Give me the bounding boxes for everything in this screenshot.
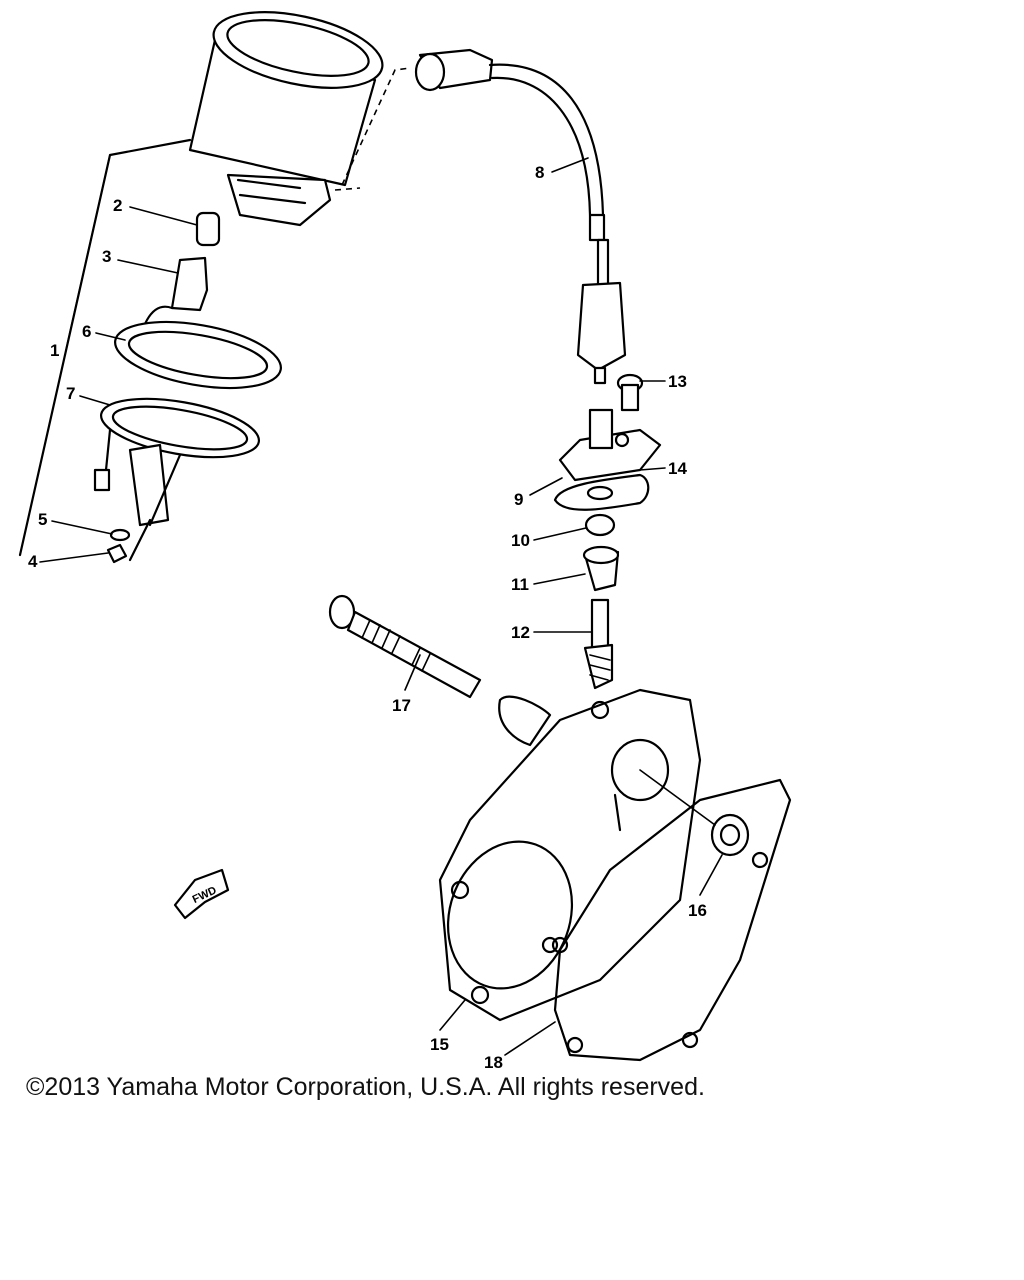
cover-oil-seal-part [639, 769, 750, 857]
cable-bracket-part [558, 408, 662, 482]
nut-part [106, 543, 128, 564]
part-label-12: 12 [511, 623, 530, 642]
grommet-ring-part [114, 320, 282, 390]
bulb-part [195, 211, 221, 247]
washer-part [109, 528, 131, 542]
crankcase-cover-part [438, 688, 702, 1022]
part-label-1: 1 [50, 341, 59, 360]
part-label-3: 3 [102, 247, 111, 266]
fwd-arrow-icon: FWD [173, 868, 230, 920]
part-label-2: 2 [113, 196, 122, 215]
part-label-11: 11 [511, 575, 529, 594]
part-label-13: 13 [668, 372, 687, 391]
part-label-6: 6 [82, 322, 91, 341]
bolt-part [616, 373, 644, 412]
copyright-text: ©2013 Yamaha Motor Corporation, U.S.A. A… [26, 1073, 705, 1101]
oil-seal-part [584, 513, 616, 537]
leader-lines [39, 154, 723, 1056]
drive-gear-shaft-part [328, 594, 552, 747]
part-label-18: 18 [484, 1053, 503, 1072]
gasket-ring-part [99, 397, 261, 459]
part-label-15: 15 [430, 1035, 449, 1054]
driven-gear-part [583, 598, 614, 690]
part-label-9: 9 [514, 490, 523, 509]
bracket-gasket-part [553, 473, 650, 511]
part-label-7: 7 [66, 384, 75, 403]
part-label-4: 4 [28, 552, 38, 571]
part-label-8: 8 [535, 163, 544, 182]
part-label-14: 14 [668, 459, 687, 478]
speedometer-cable [414, 48, 627, 385]
part-label-5: 5 [38, 510, 47, 529]
part-label-17: 17 [392, 696, 411, 715]
cover-gasket-part [551, 778, 792, 1062]
speedometer-assembly [188, 11, 411, 227]
part-label-16: 16 [688, 901, 707, 920]
wire-and-stud [93, 428, 182, 562]
part-label-10: 10 [511, 531, 530, 550]
bushing-part [582, 545, 620, 592]
